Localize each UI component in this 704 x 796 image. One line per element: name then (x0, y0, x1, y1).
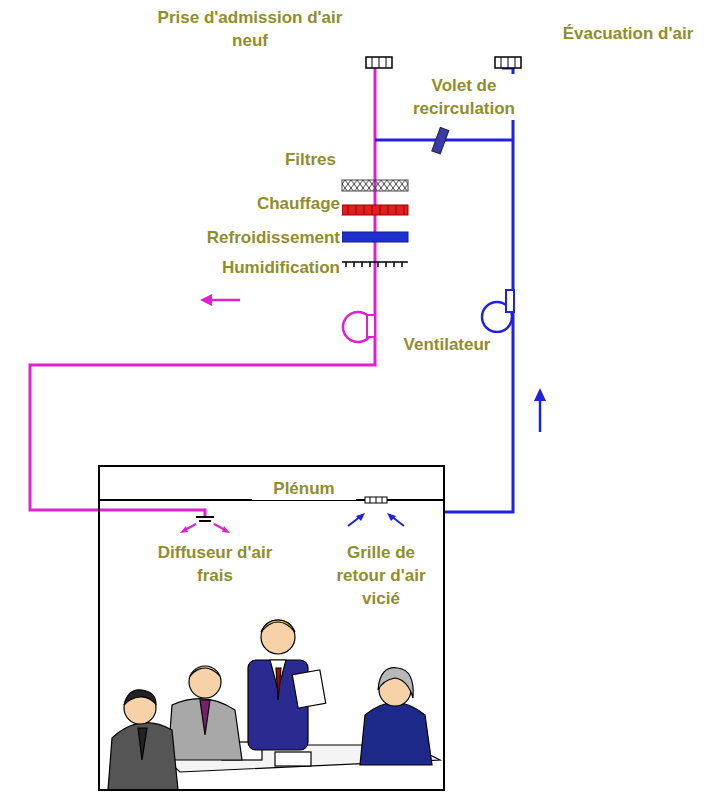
cooling-label: Refroidissement (150, 226, 342, 249)
recirculation-damper (432, 127, 449, 154)
return-duct (445, 68, 513, 512)
return-grille-label: Grille de retour d'air vicié (323, 541, 439, 610)
damper-label: Volet de recirculation (392, 74, 536, 120)
meeting-people (108, 620, 440, 790)
return-grille (348, 497, 404, 526)
fan-label: Ventilateur (386, 333, 508, 356)
room-box: PlénumDiffuseur d'air frais Grille de ret… (98, 465, 445, 791)
diffuser-label: Diffuseur d'air frais (150, 541, 280, 587)
plenum-label: Plénum (252, 477, 356, 500)
humidifier (342, 262, 408, 267)
intake-label: Prise d'admission d'air neuf (148, 6, 352, 52)
exhaust-label: Évacuation d'air (556, 22, 700, 45)
heating-label: Chauffage (180, 192, 342, 215)
cooling-coil (342, 232, 408, 242)
filter-label: Filtres (200, 148, 338, 171)
supply-duct (30, 68, 375, 516)
exhaust-grille (495, 57, 521, 68)
supply-fan (343, 312, 375, 342)
flow-arrow (200, 294, 546, 432)
humidifier-label: Humidification (160, 256, 342, 279)
return-fan (482, 290, 514, 332)
heating-coil (342, 205, 408, 215)
filter (342, 180, 408, 191)
diffuser (180, 517, 230, 533)
intake-grille (366, 57, 392, 68)
